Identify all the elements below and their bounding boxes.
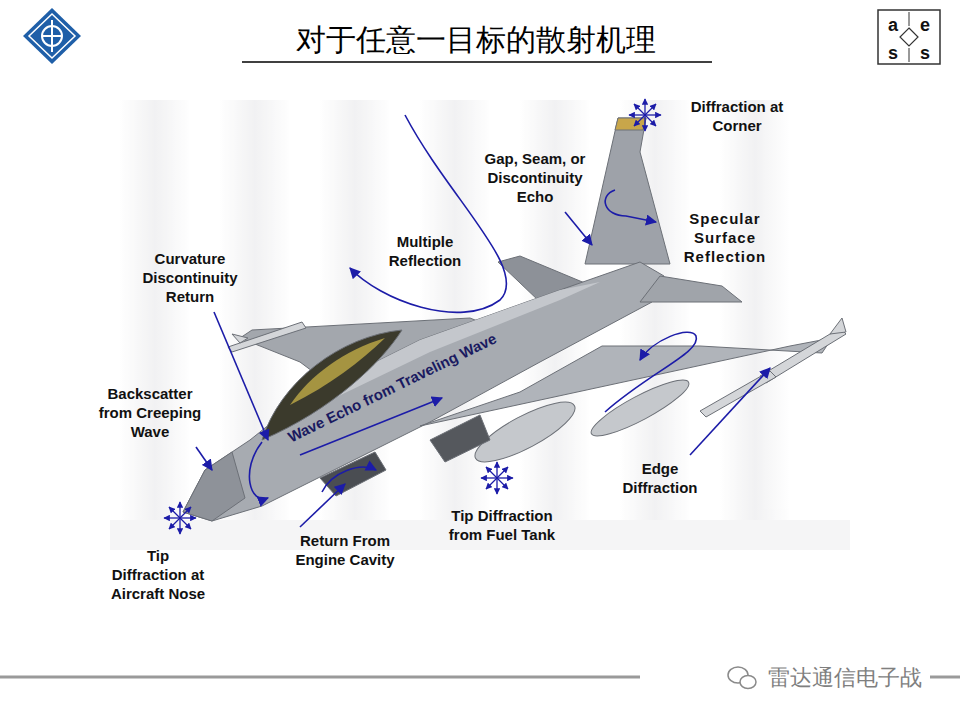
- diffraction-burst: [164, 502, 196, 534]
- scattering-arrows: [196, 115, 770, 527]
- logo-letter: e: [916, 14, 934, 37]
- watermark: 雷达通信电子战: [755, 664, 935, 692]
- wechat-icon: [728, 667, 756, 689]
- logo-letter: s: [884, 42, 902, 65]
- callout-label: Tip Diffraction at Aircraft Nose: [108, 546, 208, 603]
- background-arches: [110, 100, 850, 550]
- aes-logo: [878, 10, 940, 64]
- diffraction-burst: [481, 462, 513, 494]
- footer-bar: [0, 676, 640, 679]
- footer-bar: [930, 676, 960, 679]
- callout-label: Multiple Reflection: [379, 232, 471, 270]
- callout-label: Diffraction at Corner: [685, 97, 789, 135]
- callout-label: Return From Engine Cavity: [291, 531, 399, 569]
- title-underline: [242, 61, 712, 63]
- diffraction-burst: [629, 99, 661, 131]
- society-logo: [23, 8, 81, 64]
- logo-letter: a: [884, 14, 902, 37]
- callout-label: Gap, Seam, or Discontinuity Echo: [476, 149, 594, 206]
- callout-label: Tip Diffraction from Fuel Tank: [443, 506, 561, 544]
- logo-letter: s: [916, 42, 934, 65]
- callout-label: Specular Surface Reflection: [673, 209, 777, 266]
- callout-label: Backscatter from Creeping Wave: [93, 384, 207, 441]
- slide-title: 对于任意一目标的散射机理: [0, 22, 952, 58]
- f16-aircraft: [183, 118, 846, 521]
- callout-label: Curvature Discontinuity Return: [134, 249, 246, 306]
- callout-label: Edge Diffraction: [614, 459, 706, 497]
